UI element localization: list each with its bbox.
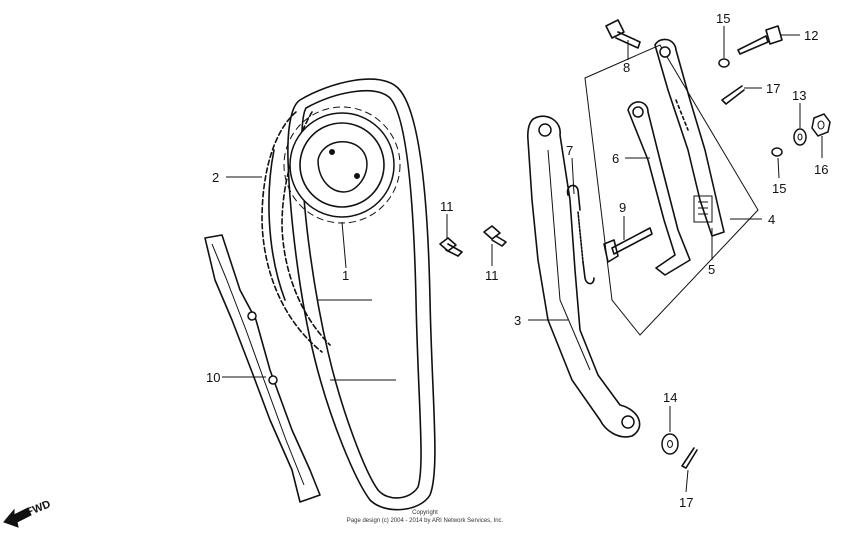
- washer-14: [661, 433, 679, 455]
- tensioner-slider: [654, 38, 725, 237]
- callout-15a: 15: [716, 11, 730, 26]
- callout-17b: 17: [679, 495, 693, 510]
- callout-labels: 1 2 3 4 5 6 7 8 9 10 11 11 12 13 14 15 1…: [206, 11, 828, 510]
- callout-3: 3: [514, 313, 521, 328]
- nut-16: [811, 113, 831, 137]
- front-chain-guide: [204, 234, 321, 503]
- bolt-11a: [439, 237, 463, 257]
- cotter-pin-17-top: [721, 85, 745, 105]
- callout-10: 10: [206, 370, 220, 385]
- washer-15-top: [718, 58, 730, 68]
- callout-1: 1: [342, 268, 349, 283]
- bolt-8: [605, 19, 641, 49]
- cam-chain-guide: [287, 78, 436, 511]
- bolt-12: [737, 25, 783, 55]
- tensioner-push-rod: [627, 101, 691, 276]
- callout-15b: 15: [772, 181, 786, 196]
- copyright: Copyright Page design (c) 2004 - 2014 by…: [347, 510, 504, 524]
- callout-5: 5: [708, 262, 715, 277]
- callout-6: 6: [612, 151, 619, 166]
- callout-16: 16: [814, 162, 828, 177]
- callout-7: 7: [566, 143, 573, 158]
- callout-9: 9: [619, 200, 626, 215]
- tensioner-assembly-panel: [584, 44, 759, 336]
- bolt-11b: [483, 225, 507, 247]
- copyright-line-1: Copyright: [412, 510, 438, 516]
- leader-lines: [222, 26, 823, 493]
- callout-17a: 17: [766, 81, 780, 96]
- tensioner-spring: [566, 184, 595, 285]
- washer-13: [793, 128, 807, 146]
- callout-14: 14: [663, 390, 677, 405]
- callout-8: 8: [623, 60, 630, 75]
- cam-sprocket: [283, 106, 401, 224]
- fwd-label: FWD: [25, 498, 53, 519]
- callout-13: 13: [792, 88, 806, 103]
- cotter-pin-17-bottom: [681, 447, 698, 469]
- adjuster-bolt: [603, 227, 653, 263]
- callout-11b: 11: [485, 268, 499, 283]
- fwd-arrow: FWD: [3, 498, 53, 528]
- callout-2: 2: [212, 170, 219, 185]
- tensioner-arm: [527, 115, 641, 438]
- copyright-line-2: Page design (c) 2004 - 2014 by ARI Netwo…: [347, 518, 504, 524]
- callout-11a: 11: [440, 199, 454, 214]
- callout-12: 12: [804, 28, 818, 43]
- washer-15-right: [771, 147, 783, 157]
- callout-4: 4: [768, 212, 775, 227]
